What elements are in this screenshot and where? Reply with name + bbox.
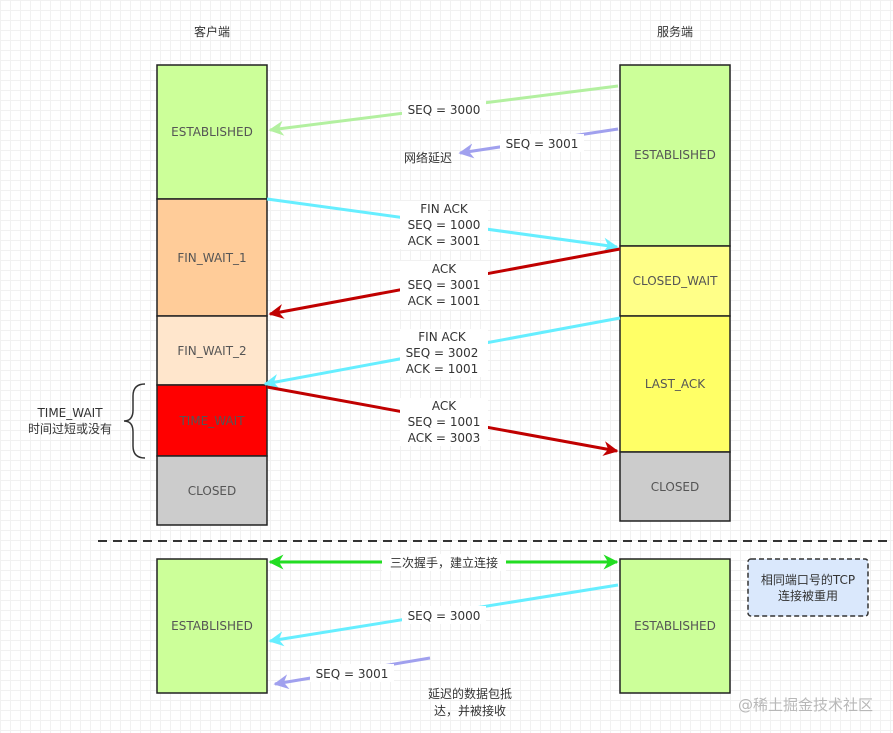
lower-server-established-label: ESTABLISHED <box>634 619 716 633</box>
client-fin-wait-1-box <box>156 198 268 317</box>
label-fin-ack-1-line-1: FIN ACK <box>420 202 469 216</box>
delayed-note-line-2: 达，并被接收 <box>434 703 506 718</box>
time-wait-note-line-2: 时间过短或没有 <box>28 421 112 436</box>
server-closed-wait-label: CLOSED_WAIT <box>633 274 718 288</box>
reuse-note-line-2: 连接被重用 <box>778 588 838 603</box>
curly-brace-icon <box>123 383 146 459</box>
server-closed-box <box>619 451 731 522</box>
label-lower-seq-3000: SEQ = 3000 <box>408 609 481 623</box>
label-ack-1-line-3: ACK = 1001 <box>408 294 480 308</box>
label-network-delay: 网络延迟 <box>404 150 452 165</box>
client-closed-label: CLOSED <box>188 484 237 498</box>
server-state-column: ESTABLISHED CLOSED_WAIT LAST_ACK CLOSED <box>619 64 731 522</box>
server-established-box <box>619 64 731 247</box>
client-established-box <box>156 64 268 200</box>
message-labels: SEQ = 3000 SEQ = 3001 网络延迟 FIN ACK SEQ =… <box>400 100 584 446</box>
reuse-note-line-1: 相同端口号的TCP <box>761 572 855 587</box>
watermark-text: @稀土掘金技术社区 <box>738 696 873 714</box>
label-fin-ack-2-line-1: FIN ACK <box>418 330 467 344</box>
lower-client-established-label: ESTABLISHED <box>171 619 253 633</box>
client-state-column: ESTABLISHED FIN_WAIT_1 FIN_WAIT_2 TIME_W… <box>156 64 268 526</box>
label-ack-1-line-2: SEQ = 3001 <box>408 278 481 292</box>
lower-section: ESTABLISHED ESTABLISHED 三次握手，建立连接 SEQ = … <box>156 554 869 718</box>
server-established-label: ESTABLISHED <box>634 148 716 162</box>
reuse-note-box <box>747 558 869 617</box>
client-fin-wait-2-box <box>156 315 268 386</box>
client-established-label: ESTABLISHED <box>171 125 253 139</box>
lower-client-established-box <box>156 558 268 694</box>
label-ack-2-line-3: ACK = 3003 <box>408 431 480 445</box>
client-header: 客户端 <box>194 24 230 39</box>
server-last-ack-box <box>619 315 731 453</box>
client-fin-wait-1-label: FIN_WAIT_1 <box>177 251 246 265</box>
label-handshake: 三次握手，建立连接 <box>390 555 498 570</box>
label-lower-seq-3001: SEQ = 3001 <box>316 667 389 681</box>
client-time-wait-label: TIME_WAIT <box>178 414 245 428</box>
label-fin-ack-2-line-2: SEQ = 3002 <box>406 346 479 360</box>
label-ack-2-line-2: SEQ = 1001 <box>408 415 481 429</box>
label-fin-ack-2-line-3: ACK = 1001 <box>406 362 478 376</box>
client-time-wait-box <box>156 384 268 457</box>
delayed-note-line-1: 延迟的数据包抵 <box>428 686 512 701</box>
server-last-ack-label: LAST_ACK <box>645 377 706 391</box>
client-closed-box <box>156 455 268 526</box>
label-seq-3001: SEQ = 3001 <box>506 137 579 151</box>
lower-server-established-box <box>619 558 731 694</box>
client-fin-wait-2-label: FIN_WAIT_2 <box>177 344 246 358</box>
label-fin-ack-1-line-2: SEQ = 1000 <box>408 218 481 232</box>
time-wait-note: TIME_WAIT 时间过短或没有 <box>28 383 146 459</box>
label-fin-ack-1-line-3: ACK = 3001 <box>408 234 480 248</box>
server-header: 服务端 <box>657 24 693 39</box>
server-closed-label: CLOSED <box>651 480 700 494</box>
label-seq-3000: SEQ = 3000 <box>408 103 481 117</box>
label-ack-1-line-1: ACK <box>432 262 457 276</box>
label-ack-2-line-1: ACK <box>432 399 457 413</box>
time-wait-note-line-1: TIME_WAIT <box>36 406 103 420</box>
